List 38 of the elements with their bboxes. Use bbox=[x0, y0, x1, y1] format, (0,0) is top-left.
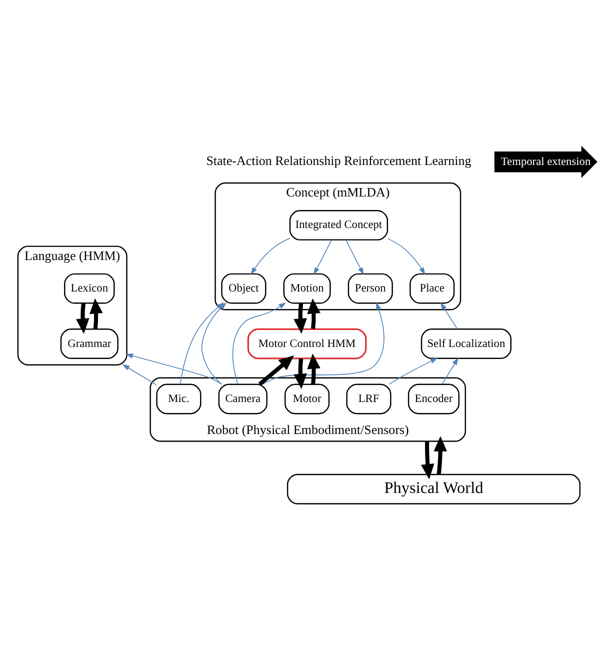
node-box: Encoder bbox=[408, 383, 460, 414]
arrow bbox=[180, 302, 224, 384]
node-box: Grammar bbox=[60, 328, 118, 358]
arrow bbox=[250, 237, 290, 274]
arrow bbox=[314, 239, 332, 274]
node-box: Place bbox=[410, 272, 455, 304]
arrow bbox=[434, 436, 448, 474]
arrow bbox=[421, 440, 434, 479]
arrow bbox=[232, 302, 286, 384]
arrow bbox=[294, 358, 307, 389]
node-box: Person bbox=[348, 272, 393, 304]
node-box: Camera bbox=[218, 383, 268, 414]
node-box: Mic. bbox=[156, 383, 202, 414]
arrow bbox=[307, 353, 320, 384]
node-box: Physical World bbox=[286, 473, 581, 504]
node-box: Integrated Concept bbox=[289, 209, 388, 240]
node-box: LRF bbox=[346, 383, 392, 414]
label: State-Action Relationship Reinforcement Learning bbox=[206, 152, 472, 168]
arrow bbox=[442, 357, 458, 384]
arrow bbox=[90, 298, 103, 329]
arrow bbox=[258, 354, 294, 386]
arrow bbox=[307, 298, 320, 328]
node-box: Self Localization bbox=[420, 328, 512, 358]
label: Temporal extension bbox=[500, 155, 591, 168]
arrow bbox=[262, 302, 384, 384]
node-box: Lexicon bbox=[64, 272, 115, 304]
arrow bbox=[294, 302, 307, 334]
arrow bbox=[122, 364, 157, 385]
arrow bbox=[388, 357, 438, 384]
node-box: Motor Control HMM bbox=[247, 328, 367, 359]
arrow bbox=[76, 302, 90, 334]
arrow bbox=[126, 352, 222, 384]
arrow bbox=[440, 302, 458, 329]
node-box: Motor bbox=[284, 383, 330, 414]
node-box: Object bbox=[221, 272, 266, 304]
arrow bbox=[346, 239, 364, 274]
node-box: Motion bbox=[283, 272, 331, 304]
arrow bbox=[387, 238, 426, 274]
